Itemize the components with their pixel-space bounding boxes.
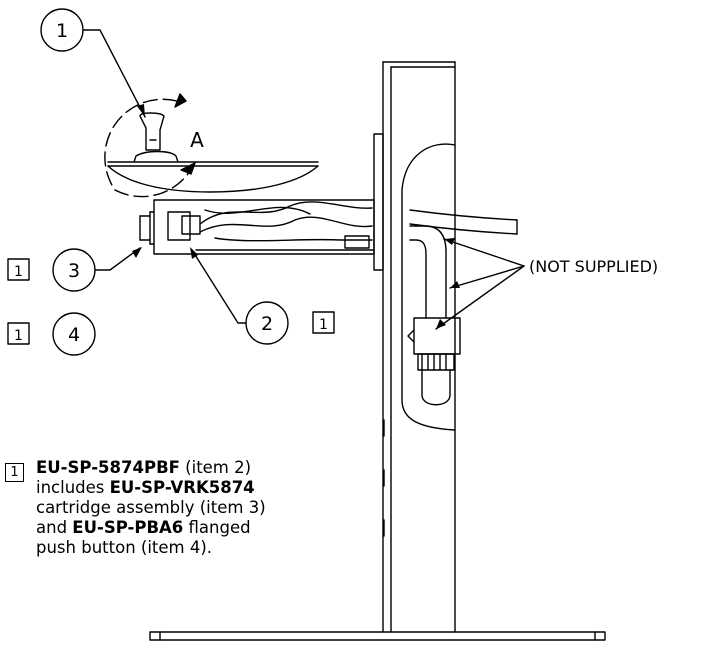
flag-box-item-4 xyxy=(7,322,30,345)
bubbler xyxy=(133,112,179,163)
parts-note: 1 EU-SP-5874PBF (item 2) includes EU-SP-… xyxy=(5,458,336,558)
callout-label-4: 4 xyxy=(68,324,80,346)
leader-item-1 xyxy=(82,29,146,118)
note-cartridge-part: EU-SP-VRK5874 xyxy=(109,478,255,497)
note-button-desc: flanged xyxy=(183,518,251,537)
bowl xyxy=(107,161,319,193)
note-cartridge-desc: cartridge assembly (item 3) xyxy=(36,498,266,517)
note-line-2: includes EU-SP-VRK5874 xyxy=(36,478,336,498)
flag-label-item-3: 1 xyxy=(14,264,23,280)
pedestal xyxy=(382,61,456,633)
callout-label-1: 1 xyxy=(56,20,68,42)
leader-1-arrowhead xyxy=(137,104,145,117)
leader-2-arrowhead xyxy=(190,247,198,259)
callout-label-2: 2 xyxy=(261,313,273,335)
note-button-part: EU-SP-PBA6 xyxy=(72,518,184,537)
not-supplied-label: (NOT SUPPLIED) xyxy=(529,257,658,276)
leader-3-arrowhead xyxy=(132,247,142,258)
leader-not-supplied xyxy=(435,238,525,330)
note-line-4: and EU-SP-PBA6 flanged push button (item… xyxy=(36,518,336,558)
note-button-desc-rest: push button (item 4). xyxy=(36,538,213,557)
leader-item-3 xyxy=(94,247,141,271)
detail-a-circle xyxy=(104,93,196,198)
note-kit-part: EU-SP-5874PBF xyxy=(36,458,180,477)
base-plate xyxy=(149,631,606,641)
note-kit-ref: (item 2) xyxy=(179,458,252,477)
not-supplied-arrowhead-3 xyxy=(436,319,446,329)
not-supplied-arrowhead-2 xyxy=(450,281,460,288)
note-includes: includes xyxy=(36,478,110,497)
flag-box-item-3 xyxy=(7,258,30,281)
note-line-3: cartridge assembly (item 3) xyxy=(36,498,336,518)
not-supplied-arrowhead-1 xyxy=(444,238,455,245)
note-line-1: EU-SP-5874PBF (item 2) xyxy=(36,458,336,478)
note-and: and xyxy=(36,518,73,537)
flag-label-item-4: 1 xyxy=(14,328,23,344)
supply-lines xyxy=(409,209,518,235)
flag-box-item-2 xyxy=(312,311,335,334)
flag-label-item-2: 1 xyxy=(319,317,328,333)
detail-a-label: A xyxy=(190,128,204,152)
access-opening xyxy=(401,143,456,431)
mounting-flange xyxy=(373,133,384,271)
waste-pipe xyxy=(407,225,461,406)
valve-housing xyxy=(139,199,375,255)
leader-item-2 xyxy=(191,249,247,324)
callout-label-3: 3 xyxy=(68,260,80,282)
note-flag-box: 1 xyxy=(5,463,24,482)
callout-circle-4 xyxy=(52,312,96,356)
